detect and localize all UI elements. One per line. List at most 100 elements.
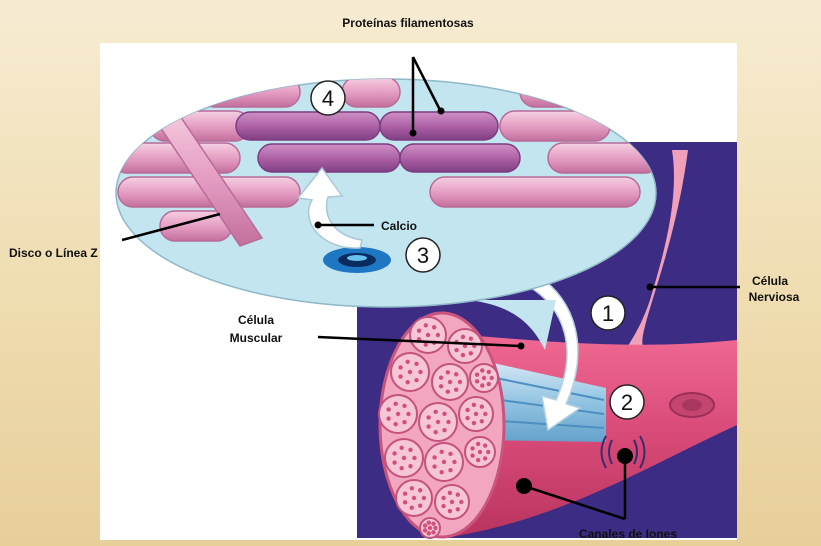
- label-ion-channels: Canales de Iones: [579, 527, 677, 541]
- myofibril-dot: [436, 420, 440, 424]
- myofibril-dot: [439, 376, 443, 380]
- label-nerve-line1: Célula: [752, 274, 788, 288]
- myofibril-dot: [454, 372, 458, 376]
- myofibril-dot: [469, 351, 473, 355]
- myofibril-dot: [448, 452, 452, 456]
- myofibril-dot: [456, 507, 460, 511]
- myofibril-dot: [431, 530, 435, 534]
- myofibril-dot: [396, 412, 400, 416]
- thick-filament: [380, 112, 498, 140]
- myofibril-dot: [399, 446, 403, 450]
- myofibril-dot: [403, 500, 407, 504]
- myofibril-dot: [410, 486, 414, 490]
- myofibril-dot: [426, 415, 430, 419]
- thin-filament: [430, 177, 640, 207]
- myofibril-dot: [418, 370, 422, 374]
- myofibril-dot: [439, 450, 443, 454]
- myofibril-dot: [410, 505, 414, 509]
- muscle-nucleus-inner: [682, 399, 702, 411]
- myofibril-dot: [483, 456, 487, 460]
- myofibril-dot: [442, 412, 446, 416]
- myofibril-dot: [465, 408, 469, 412]
- myofibril-dot: [480, 383, 484, 387]
- myofibril-dot: [446, 420, 450, 424]
- myofibril-dot: [470, 446, 474, 450]
- myofibril-dot: [418, 504, 422, 508]
- myofibril-dot: [482, 376, 486, 380]
- myofibril-dot: [458, 380, 462, 384]
- myofibril-dot: [439, 384, 443, 388]
- myofibril-dot: [424, 323, 428, 327]
- step-number-2: 2: [621, 390, 633, 415]
- myofibril-dot: [452, 460, 456, 464]
- myofibril-dot: [423, 528, 427, 532]
- myofibril-dot: [408, 370, 412, 374]
- myofibril-dot: [456, 492, 460, 496]
- myofibril-dot: [487, 370, 491, 374]
- step-marker-3: 3: [406, 238, 440, 272]
- myofibril-dot: [472, 421, 476, 425]
- myofibril-dot: [392, 451, 396, 455]
- myofibril-dot: [403, 492, 407, 496]
- myofibril-dot: [436, 333, 440, 337]
- label-proteins: Proteínas filamentosas: [342, 16, 474, 30]
- myofibril-dot: [439, 470, 443, 474]
- thick-filament: [258, 144, 400, 172]
- myofibril-dot: [446, 370, 450, 374]
- step-number-3: 3: [417, 243, 429, 268]
- label-muscle-line1: Célula: [238, 313, 274, 327]
- myofibril-dot: [480, 368, 484, 372]
- myofibril-dot: [386, 416, 390, 420]
- myofibril-dot: [483, 412, 487, 416]
- myofibril-dot: [474, 412, 478, 416]
- muscle-cross-section: [379, 313, 504, 538]
- calcium-channel: [323, 247, 391, 273]
- label-calcium: Calcio: [381, 219, 417, 233]
- myofibril-dot: [480, 404, 484, 408]
- myofibril-dot: [432, 325, 436, 329]
- myofibril-dot: [441, 504, 445, 508]
- myofibril-dot: [431, 521, 435, 525]
- myofibril-dot: [470, 453, 474, 457]
- myofibril-dot: [432, 455, 436, 459]
- step-number-1: 1: [602, 301, 614, 326]
- myofibril-dot: [475, 379, 479, 383]
- myofibril-dot: [408, 464, 412, 468]
- myofibril-dot: [412, 496, 416, 500]
- myofibril-dot: [423, 523, 427, 527]
- myofibril-dot: [412, 456, 416, 460]
- myofibril-dot: [448, 509, 452, 513]
- myofibril-dot: [405, 360, 409, 364]
- myofibril-dot: [446, 389, 450, 393]
- myofibril-dot: [448, 380, 452, 384]
- myofibril-dot: [476, 442, 480, 446]
- myofibril-dot: [490, 376, 494, 380]
- myofibril-dot: [427, 531, 431, 535]
- myofibril-dot: [465, 416, 469, 420]
- step-number-4: 4: [322, 86, 334, 111]
- myofibril-dot: [475, 372, 479, 376]
- myofibril-dot: [459, 500, 463, 504]
- myofibril-dot: [483, 443, 487, 447]
- myofibril-dot: [433, 430, 437, 434]
- myofibril-dot: [469, 336, 473, 340]
- myofibril-dot: [442, 428, 446, 432]
- myofibril-dot: [478, 450, 482, 454]
- step-marker-1: 1: [591, 296, 625, 330]
- myofibril-dot: [486, 450, 490, 454]
- myofibril-dot: [448, 491, 452, 495]
- myofibril-dot: [428, 526, 432, 530]
- myofibril-dot: [433, 410, 437, 414]
- label-nerve-line2: Nerviosa: [749, 290, 800, 304]
- myofibril-dot: [427, 520, 431, 524]
- myofibril-dot: [399, 466, 403, 470]
- myofibril-dot: [487, 382, 491, 386]
- myofibril-dot: [386, 407, 390, 411]
- myofibril-dot: [472, 403, 476, 407]
- myofibril-dot: [393, 422, 397, 426]
- myofibril-dot: [461, 353, 465, 357]
- myofibril-dot: [433, 526, 437, 530]
- myofibril-dot: [402, 404, 406, 408]
- myofibril-dot: [405, 380, 409, 384]
- thick-filament: [400, 144, 520, 172]
